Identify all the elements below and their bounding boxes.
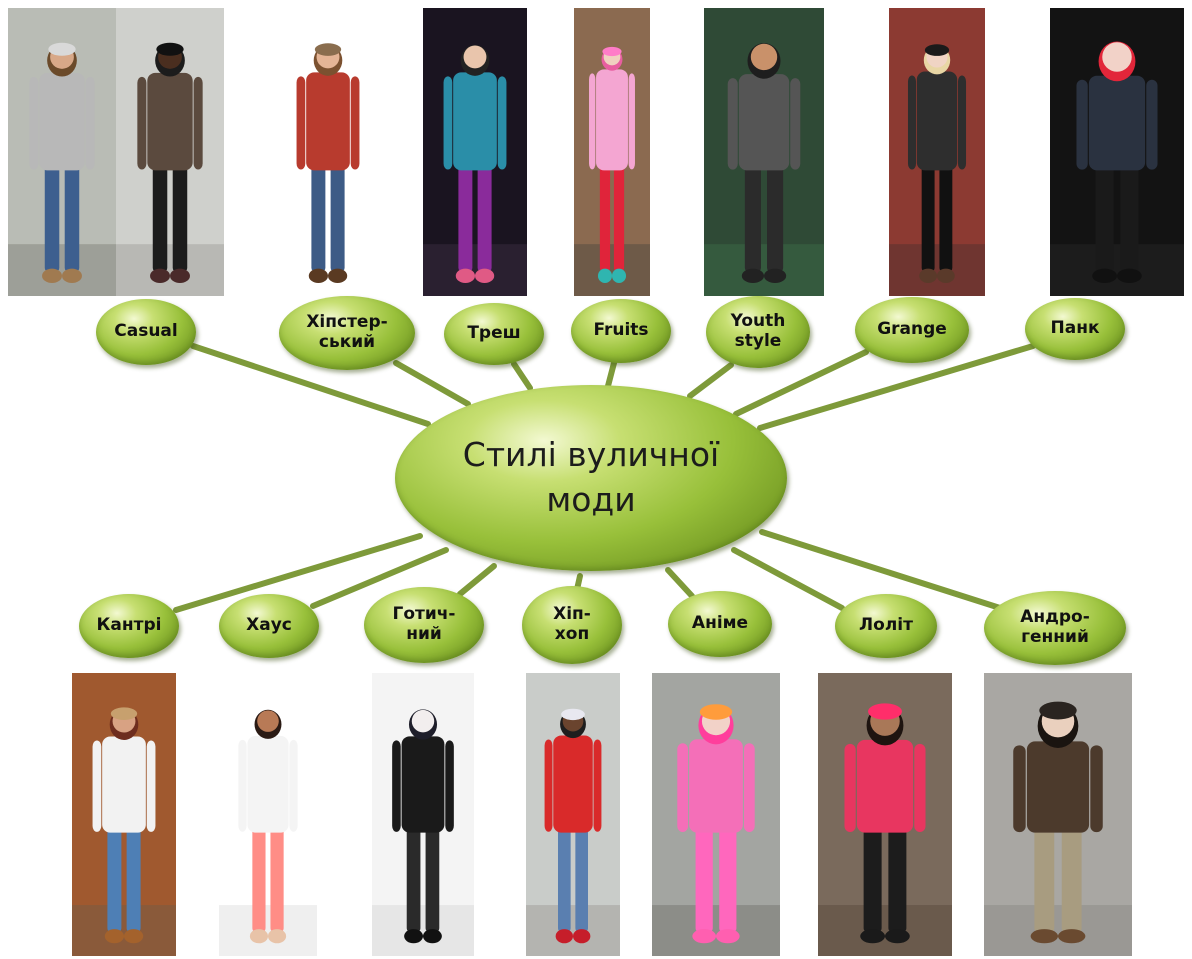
style-node-fruits-label: Fruits [593, 320, 649, 341]
fruits-photo [574, 8, 650, 296]
style-node-androgynous: Андро- генний [984, 591, 1126, 665]
style-node-lolita-label: Лоліт [859, 615, 913, 636]
connector-top-6 [733, 349, 869, 417]
gothic-photo [372, 673, 474, 956]
style-node-grange: Grange [855, 297, 969, 363]
house-photo [219, 673, 317, 956]
connector-bottom-6 [731, 547, 845, 611]
hipster-photo [276, 8, 380, 296]
trash-photo [423, 8, 527, 296]
youth-style-photo [704, 8, 824, 296]
connector-bottom-1 [173, 533, 423, 613]
androgynous-photo [984, 673, 1132, 956]
style-node-lolita: Лоліт [835, 594, 937, 658]
central-topic-node: Стилі вуличної моди [395, 385, 787, 571]
style-node-androgynous-label: Андро- генний [1020, 607, 1090, 647]
style-node-gothic-label: Готич- ний [392, 604, 456, 644]
style-node-hip-hop: Хіп- хоп [522, 586, 622, 664]
style-node-grange-label: Grange [877, 319, 947, 340]
style-node-hipster: Хіпстер- ський [279, 296, 415, 370]
connector-bottom-2 [310, 547, 449, 609]
hip-hop-photo [526, 673, 620, 956]
style-node-country-label: Кантрі [96, 615, 162, 636]
casual-photo-2 [116, 8, 224, 296]
connector-top-5 [687, 362, 734, 399]
punk-photo [1050, 8, 1184, 296]
style-node-youth-style: Youth style [706, 296, 810, 368]
style-node-fruits: Fruits [571, 299, 671, 363]
anime-photo [652, 673, 780, 956]
style-node-punk: Панк [1025, 298, 1125, 360]
style-node-gothic: Готич- ний [364, 587, 484, 663]
style-node-hipster-label: Хіпстер- ський [306, 312, 388, 352]
grange-photo [889, 8, 985, 296]
style-node-hip-hop-label: Хіп- хоп [553, 604, 591, 644]
connector-bottom-5 [665, 567, 695, 599]
style-node-casual: Casual [96, 299, 196, 365]
connector-top-7 [757, 343, 1036, 431]
casual-photo-1 [8, 8, 116, 296]
style-node-house: Хаус [219, 594, 319, 658]
style-node-casual-label: Casual [114, 321, 178, 342]
style-node-punk-label: Панк [1050, 318, 1100, 339]
style-node-house-label: Хаус [246, 615, 292, 636]
style-node-country: Кантрі [79, 594, 179, 658]
lolita-photo [818, 673, 952, 956]
connector-top-2 [393, 360, 471, 407]
connector-bottom-3 [457, 563, 497, 597]
connector-top-1 [190, 343, 431, 427]
central-topic-node-label: Стилі вуличної моди [462, 435, 720, 519]
style-node-anime: Аніме [668, 591, 772, 657]
connector-bottom-7 [759, 529, 1003, 611]
style-node-youth-style-label: Youth style [730, 311, 786, 351]
style-node-trash-label: Треш [467, 323, 521, 344]
connector-top-3 [511, 361, 533, 391]
country-photo [72, 673, 176, 956]
connector-top-4 [605, 360, 617, 389]
style-node-trash: Треш [444, 303, 544, 365]
style-node-anime-label: Аніме [691, 613, 749, 634]
